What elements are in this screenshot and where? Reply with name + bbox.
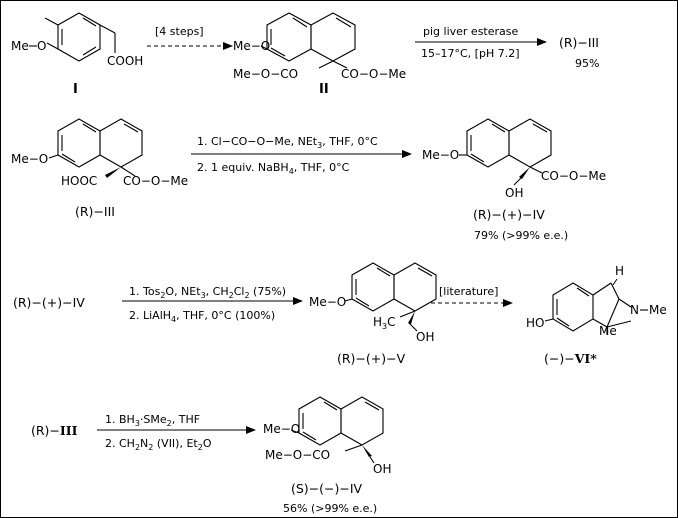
compound-VI-nitrogen: N	[630, 303, 639, 317]
compound-R-IV-oh: OH	[505, 186, 523, 200]
compound-R-III-methoxy: Me−O	[11, 152, 48, 166]
compound-R-III-wedge-bond	[105, 167, 121, 178]
compound-VI-bridge-top	[592, 282, 612, 296]
arrow-tosylation-step1: 1. Tos	[129, 285, 161, 298]
start-R-III: III	[60, 423, 78, 438]
arrow-esterase-conditions: 15–17°C, [pH 7.2]	[421, 47, 520, 60]
compound-R-IV-structure: Me−O OH CO−O−Me (R)−(+)−IV 79% (>99% e.e…	[422, 118, 606, 242]
compound-II-dihydro-ring	[310, 12, 356, 62]
arrow-reduction-step1: 1. Cl−CO−O−Me, NEt	[197, 135, 318, 148]
compound-II-aromatic-ring	[266, 12, 312, 62]
compound-S-IV-structure: Me−O Me−O−CO OH (S)−(−)−IV 56% (>99% e.e…	[263, 396, 391, 515]
arrow-borane-step1: 1. BH	[105, 413, 135, 426]
svg-text:(R)−III: (R)−III	[31, 423, 78, 438]
compound-R-V-methyl-bond	[399, 310, 416, 318]
svg-text:H3C: H3C	[373, 315, 396, 331]
compound-R-IV-label: (R)−(+)−IV	[473, 207, 545, 222]
compound-R-III-ester: CO−O−Me	[123, 174, 188, 188]
svg-text:1. Cl−CO−O−Me, NEt3, THF, 0°C: 1. Cl−CO−O−Me, NEt3, THF, 0°C	[197, 135, 378, 150]
compound-VI-bridge-bottom	[592, 318, 608, 328]
arrow-literature-condition: [literature]	[439, 285, 498, 298]
product-R-III: (R)−III	[559, 35, 599, 50]
arrow-borane-step2: 2. CH	[105, 437, 135, 450]
compound-R-V-methoxy: Me−O	[309, 295, 346, 309]
compound-S-IV-yield: 56% (>99% e.e.)	[283, 502, 377, 515]
compound-I-benzene-ring	[57, 12, 101, 62]
compound-R-IV-methoxy: Me−O	[422, 148, 459, 162]
arrow-reduction: 1. Cl−CO−O−Me, NEt3, THF, 0°C 2. 1 equiv…	[191, 135, 412, 176]
compound-R-IV-dihydro-ring	[508, 118, 552, 168]
arrow-tosylation-step2: 2. LiAlH	[129, 309, 171, 322]
svg-text:1. BH3·SMe2, THF: 1. BH3·SMe2, THF	[105, 413, 200, 428]
compound-R-IV-yield: 79% (>99% e.e.)	[474, 229, 568, 242]
yield-R-III: 95%	[575, 57, 599, 70]
compound-VI-structure: HO H N Me Me (−)−VI*	[526, 264, 667, 366]
compound-R-III-aromatic-ring	[57, 118, 101, 168]
arrow-tosylation: 1. Tos2O, NEt3, CH2Cl2 (75%) 2. LiAlH4, …	[122, 285, 303, 324]
compound-R-V-oh: OH	[416, 330, 434, 344]
compound-II-ester-left: Me−O−CO	[233, 67, 298, 81]
arrow-esterase: pig liver esterase 15–17°C, [pH 7.2]	[415, 25, 547, 60]
compound-R-V-aromatic-ring	[351, 262, 395, 312]
compound-R-V-structure: Me−O H3C OH (R)−(+)−V	[309, 262, 437, 366]
compound-VI-hydroxyl: HO	[526, 316, 544, 330]
compound-S-IV-ester: Me−O−CO	[265, 448, 330, 462]
arrow-4-steps-condition: [4 steps]	[155, 25, 204, 38]
compound-S-IV-dihydro-ring	[340, 396, 384, 446]
compound-VI-label: VI*	[574, 351, 598, 366]
compound-R-IV-aromatic-ring	[466, 118, 510, 168]
compound-VI-n-methyl: Me	[649, 303, 667, 317]
compound-S-IV-oh: OH	[373, 462, 391, 476]
compound-R-V-methyl: H	[373, 315, 382, 329]
compound-VI-hydrogen: H	[615, 264, 624, 278]
compound-R-IV-wedge-bond	[519, 167, 530, 179]
arrow-borane: 1. BH3·SMe2, THF 2. CH2N2 (VII), Et2O	[97, 413, 256, 452]
compound-R-V-wedge-bond	[408, 311, 415, 324]
compound-R-V-label: (R)−(+)−V	[337, 351, 406, 366]
compound-I-label: I	[73, 82, 78, 97]
compound-R-V-dihydro-ring	[393, 262, 437, 312]
compound-I-cooh-label: COOH	[107, 54, 143, 68]
compound-I-ch2-bond	[99, 24, 116, 34]
compound-II-methoxy: Me−O	[233, 39, 270, 53]
compound-II-ester-right: CO−O−Me	[341, 67, 406, 81]
svg-text:2. LiAlH4, THF, 0°C (100%): 2. LiAlH4, THF, 0°C (100%)	[129, 309, 275, 324]
arrow-4-steps: [4 steps]	[147, 25, 233, 50]
compound-R-III-acid: HOOC	[61, 174, 97, 188]
compound-S-IV-wedge-bond	[362, 445, 372, 457]
compound-R-III-label: (R)−III	[75, 204, 115, 219]
compound-S-IV-methoxy: Me−O	[263, 422, 300, 436]
compound-S-IV-label: (S)−(−)−IV	[291, 481, 363, 496]
start-R-III-prefix: (R)−	[31, 423, 60, 438]
arrow-esterase-enzyme: pig liver esterase	[423, 25, 518, 38]
compound-R-IV-ester: CO−O−Me	[541, 169, 606, 183]
start-R-IV: (R)−(+)−IV	[13, 295, 85, 310]
compound-VI-label-prefix: (−)−	[544, 351, 575, 366]
arrow-literature: [literature]	[431, 285, 513, 307]
compound-S-IV-aromatic-ring	[298, 396, 342, 446]
compound-I-methoxy-o: O	[37, 39, 46, 53]
compound-II-label: II	[319, 82, 329, 97]
svg-text:2. 1 equiv. NaBH4, THF, 0°C: 2. 1 equiv. NaBH4, THF, 0°C	[197, 161, 350, 176]
compound-I-methoxy-me: Me	[11, 39, 29, 53]
compound-VI-methyl: Me	[599, 324, 617, 338]
compound-VI-aromatic-ring	[552, 282, 594, 332]
svg-text:(−)−VI*: (−)−VI*	[544, 351, 597, 366]
compound-I-structure: COOH Me O I	[11, 12, 143, 97]
compound-R-III-structure: Me−O HOOC CO−O−Me (R)−III	[11, 118, 188, 219]
compound-II-structure: Me−O Me−O−CO CO−O−Me II	[233, 12, 406, 97]
svg-text:2. CH2N2 (VII), Et2O: 2. CH2N2 (VII), Et2O	[105, 437, 212, 452]
arrow-reduction-step2: 2. 1 equiv. NaBH	[197, 161, 289, 174]
svg-text:1. Tos2O, NEt3, CH2Cl2 (75%): 1. Tos2O, NEt3, CH2Cl2 (75%)	[129, 285, 286, 300]
compound-R-III-dihydro-ring	[99, 118, 143, 168]
